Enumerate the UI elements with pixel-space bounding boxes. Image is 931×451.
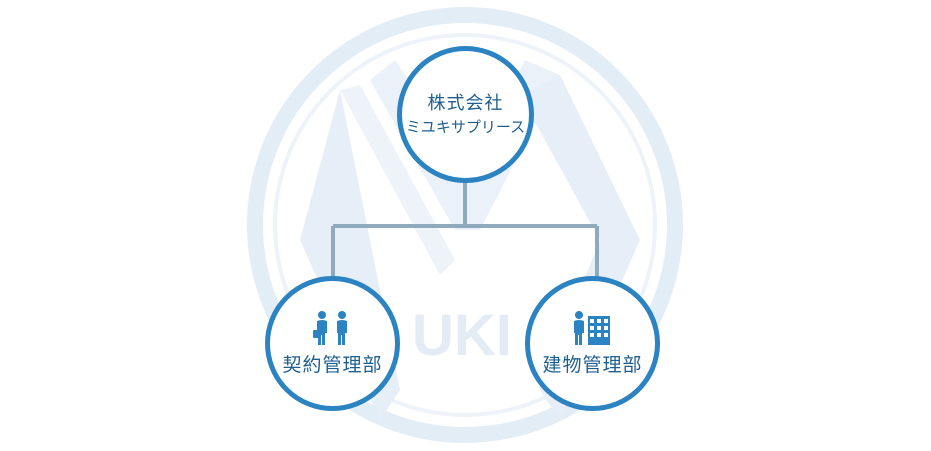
department-label: 建物管理部	[542, 354, 643, 376]
department-node-contract: 契約管理部	[265, 276, 400, 411]
root-node-line2: ミユキサプリース	[405, 117, 526, 136]
root-node: 株式会社 ミユキサプリース	[397, 46, 534, 183]
department-node-building: 建物管理部	[525, 276, 660, 411]
department-label: 契約管理部	[282, 354, 383, 376]
watermark-text: UKI	[412, 303, 512, 368]
building-person-icon	[570, 310, 616, 346]
root-node-line1: 株式会社	[427, 92, 504, 114]
connector-lines	[331, 182, 599, 278]
people-meeting-icon	[310, 310, 356, 346]
